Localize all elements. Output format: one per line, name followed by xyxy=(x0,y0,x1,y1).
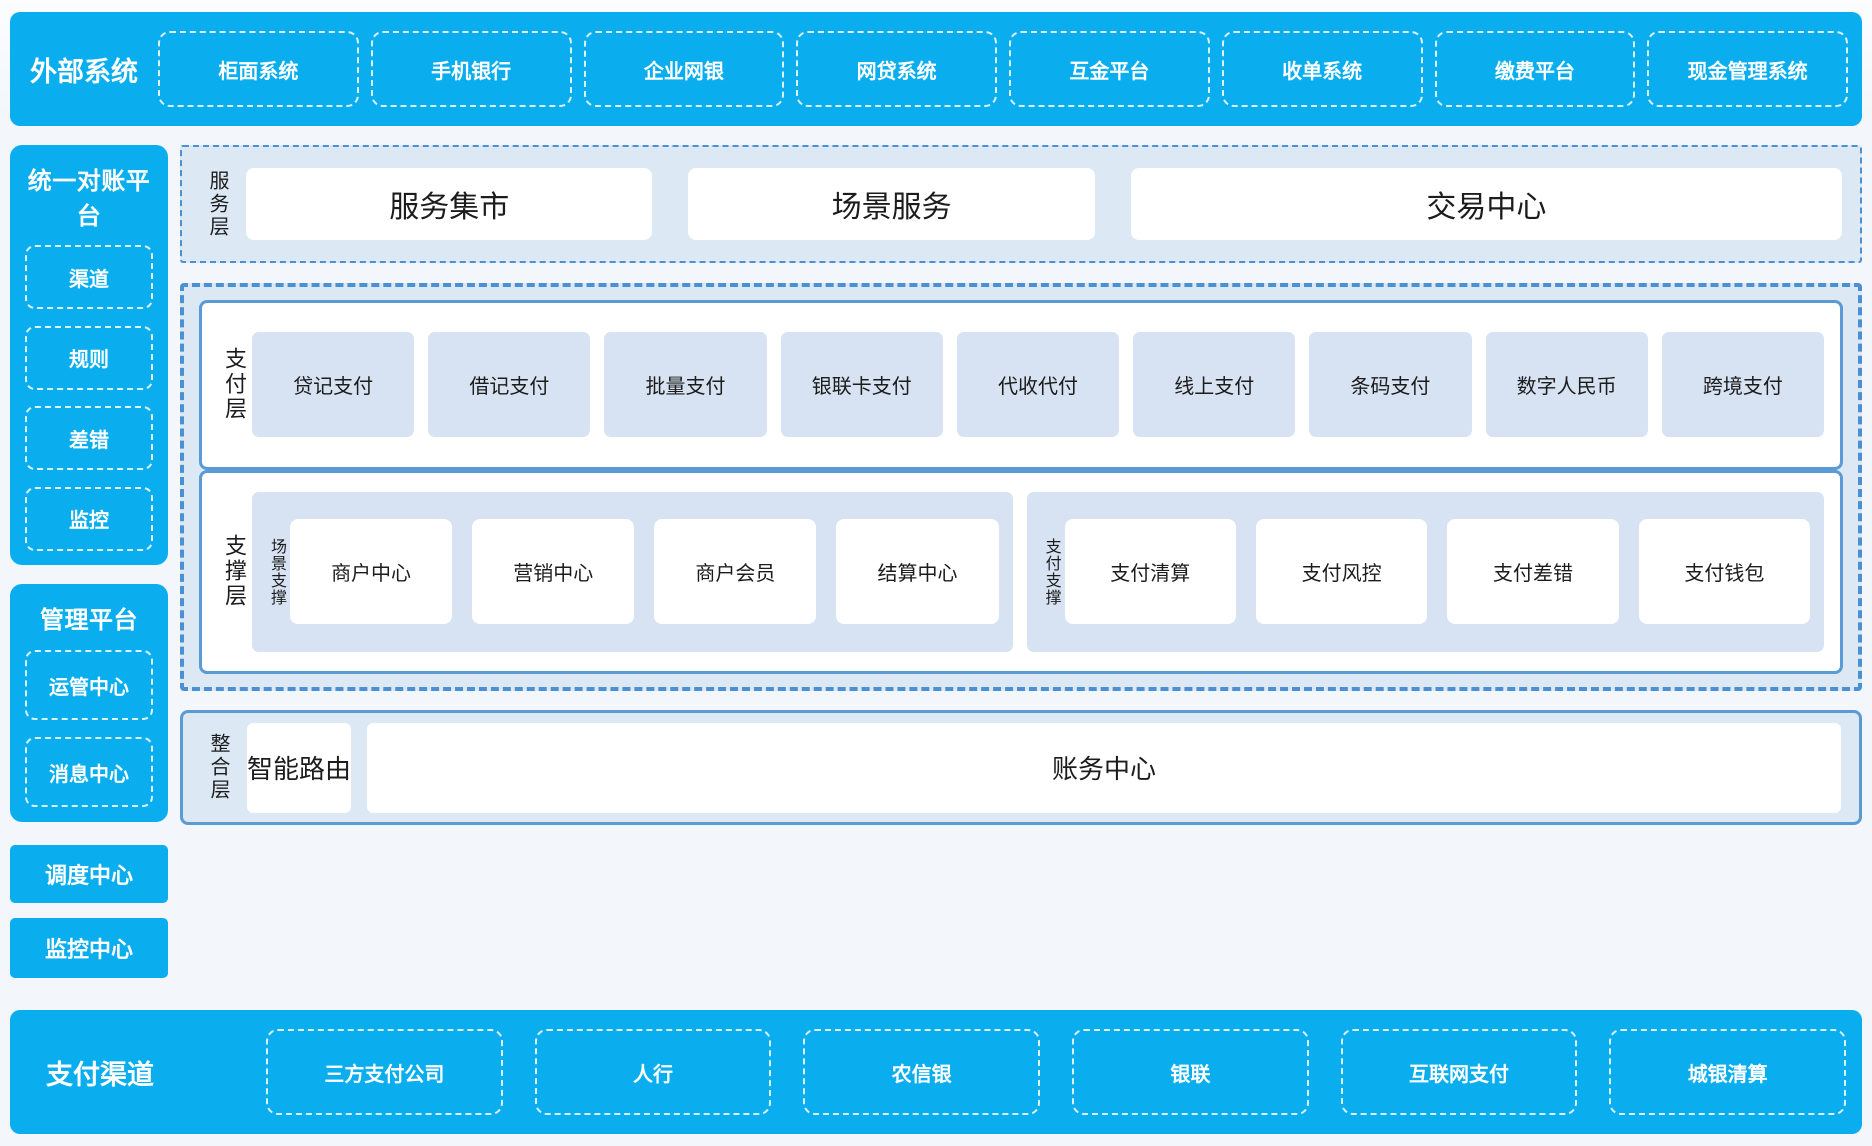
payment-channel-item: 农信银 xyxy=(803,1029,1040,1115)
payment-layer-item: 借记支付 xyxy=(428,332,590,437)
support-group-scene-item: 商户中心 xyxy=(290,519,452,624)
integration-layer-item: 账务中心 xyxy=(367,723,1841,813)
payment-channel-item: 城银清算 xyxy=(1609,1029,1846,1115)
reconciliation-title: 统一对账平台 xyxy=(25,161,153,231)
payment-layer-item: 批量支付 xyxy=(604,332,766,437)
support-group-scene-label: 场景支撑 xyxy=(262,538,290,606)
payment-layer-item: 线上支付 xyxy=(1133,332,1295,437)
payment-channel-item: 银联 xyxy=(1072,1029,1309,1115)
external-systems-items: 柜面系统 手机银行 企业网银 网贷系统 互金平台 收单系统 缴费平台 现金管理系… xyxy=(158,12,1848,126)
external-systems-title: 外部系统 xyxy=(30,50,158,89)
reconciliation-item: 差错 xyxy=(25,406,153,470)
payment-layer-item: 条码支付 xyxy=(1309,332,1471,437)
sidebar-block-reconciliation: 统一对账平台 渠道 规则 差错 监控 xyxy=(10,145,168,565)
support-group-payment-label: 支付支撑 xyxy=(1037,538,1065,606)
payment-channel-item: 三方支付公司 xyxy=(266,1029,503,1115)
service-layer-item: 交易中心 xyxy=(1131,168,1842,240)
sidebar-block-management: 管理平台 运管中心 消息中心 xyxy=(10,584,168,822)
sidebar-box-dispatch-center: 调度中心 xyxy=(10,845,168,903)
support-group-scene: 场景支撑 商户中心 营销中心 商户会员 结算中心 xyxy=(252,492,1013,652)
support-group-payment-item: 支付差错 xyxy=(1447,519,1618,624)
payment-channels-items: 三方支付公司 人行 农信银 银联 互联网支付 城银清算 xyxy=(266,1010,1846,1134)
service-layer-label: 服务层 xyxy=(202,170,232,239)
payment-layer-item: 跨境支付 xyxy=(1662,332,1824,437)
support-group-payment-items: 支付清算 支付风控 支付差错 支付钱包 xyxy=(1065,519,1810,624)
payment-layer-item: 代收代付 xyxy=(957,332,1119,437)
payment-channel-item: 人行 xyxy=(535,1029,772,1115)
support-group-payment: 支付支撑 支付清算 支付风控 支付差错 支付钱包 xyxy=(1027,492,1824,652)
external-system-item: 企业网银 xyxy=(584,31,785,107)
payment-channel-item: 互联网支付 xyxy=(1341,1029,1578,1115)
payment-layer: 支付层 贷记支付 借记支付 批量支付 银联卡支付 代收代付 线上支付 条码支付 xyxy=(199,300,1843,470)
external-system-item: 手机银行 xyxy=(371,31,572,107)
reconciliation-item: 渠道 xyxy=(25,245,153,309)
support-layer-label: 支撑层 xyxy=(216,534,252,609)
payment-channels-title: 支付渠道 xyxy=(46,1053,266,1092)
support-group-payment-item: 支付风控 xyxy=(1256,519,1427,624)
external-system-item: 收单系统 xyxy=(1222,31,1423,107)
management-title: 管理平台 xyxy=(40,600,138,635)
reconciliation-item: 规则 xyxy=(25,326,153,390)
sidebar-box-monitor-center: 监控中心 xyxy=(10,918,168,978)
support-group-scene-item: 营销中心 xyxy=(472,519,634,624)
support-layer: 支撑层 场景支撑 商户中心 营销中心 商户会员 结算中心 xyxy=(199,470,1843,674)
integration-layer: 整合层 智能路由 账务中心 xyxy=(180,710,1862,825)
support-group-scene-item: 商户会员 xyxy=(654,519,816,624)
service-layer-items: 服务集市 场景服务 交易中心 xyxy=(246,168,1842,240)
integration-layer-item: 智能路由 xyxy=(247,723,351,813)
payment-layer-item: 银联卡支付 xyxy=(781,332,943,437)
payment-layer-item: 数字人民币 xyxy=(1486,332,1648,437)
integration-layer-items: 智能路由 账务中心 xyxy=(247,723,1841,813)
support-group-scene-item: 结算中心 xyxy=(836,519,998,624)
reconciliation-items: 渠道 规则 差错 监控 xyxy=(25,245,153,551)
service-layer: 服务层 服务集市 场景服务 交易中心 xyxy=(180,145,1862,263)
payment-layer-label: 支付层 xyxy=(216,347,252,422)
core-layers-container: 支付层 贷记支付 借记支付 批量支付 银联卡支付 代收代付 线上支付 条码支付 xyxy=(180,283,1862,691)
external-system-item: 柜面系统 xyxy=(158,31,359,107)
management-item: 消息中心 xyxy=(25,737,153,807)
support-group-payment-item: 支付清算 xyxy=(1065,519,1236,624)
reconciliation-item: 监控 xyxy=(25,487,153,551)
external-system-item: 网贷系统 xyxy=(796,31,997,107)
management-items: 运管中心 消息中心 xyxy=(25,649,153,808)
external-system-item: 现金管理系统 xyxy=(1647,31,1848,107)
support-layer-groups: 场景支撑 商户中心 营销中心 商户会员 结算中心 支付支撑 xyxy=(252,492,1824,652)
external-system-item: 缴费平台 xyxy=(1435,31,1636,107)
service-layer-item: 服务集市 xyxy=(246,168,652,240)
payment-channels-bar: 支付渠道 三方支付公司 人行 农信银 银联 互联网支付 城银清算 xyxy=(10,1010,1862,1134)
payment-layer-items: 贷记支付 借记支付 批量支付 银联卡支付 代收代付 线上支付 条码支付 数字人民… xyxy=(252,332,1824,437)
support-group-scene-items: 商户中心 营销中心 商户会员 结算中心 xyxy=(290,519,999,624)
external-systems-bar: 外部系统 柜面系统 手机银行 企业网银 网贷系统 互金平台 收单系统 缴费平台 … xyxy=(10,12,1862,126)
management-item: 运管中心 xyxy=(25,650,153,720)
support-group-payment-item: 支付钱包 xyxy=(1639,519,1810,624)
integration-layer-label: 整合层 xyxy=(203,733,233,802)
external-system-item: 互金平台 xyxy=(1009,31,1210,107)
service-layer-item: 场景服务 xyxy=(688,168,1094,240)
payment-layer-item: 贷记支付 xyxy=(252,332,414,437)
